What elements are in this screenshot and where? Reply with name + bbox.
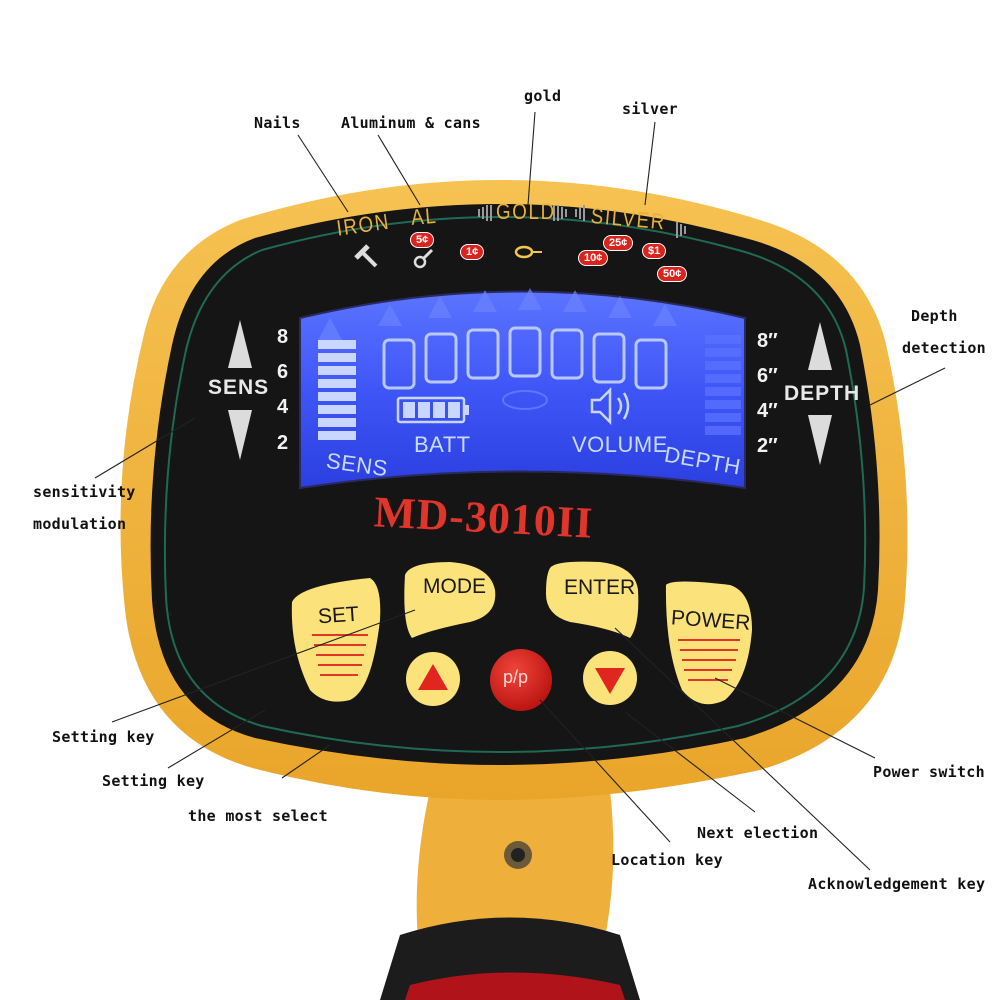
sens-scale-8: 8 bbox=[277, 326, 289, 348]
depth-up-arrow bbox=[808, 322, 832, 370]
coin-5c-badge: 5¢ bbox=[410, 232, 435, 248]
callout-setting-key-mode: Setting key bbox=[52, 728, 155, 746]
set-button-stripes bbox=[312, 634, 368, 676]
callout-sensitivity-line2: modulation bbox=[33, 515, 127, 533]
sens-scale-4: 4 bbox=[277, 396, 289, 418]
lcd-ghost-eye-icon bbox=[502, 390, 548, 410]
callout-depth-line1: Depth bbox=[911, 307, 958, 325]
coin-1c-badge: 1¢ bbox=[460, 244, 485, 260]
sens-scale-6: 6 bbox=[277, 361, 289, 383]
pp-button[interactable] bbox=[490, 649, 552, 711]
coin-10c-badge: 10¢ bbox=[578, 250, 609, 266]
depth-scale-8: 8″ bbox=[757, 330, 778, 352]
gold-indicator-bars bbox=[478, 205, 567, 221]
ring-icon bbox=[514, 245, 542, 259]
callout-aluminum: Aluminum & cans bbox=[341, 114, 481, 132]
power-button-stripes bbox=[678, 639, 740, 681]
lcd-batt-label: BATT bbox=[414, 432, 471, 457]
mode-button-label: MODE bbox=[423, 575, 486, 598]
up-button[interactable] bbox=[406, 652, 460, 706]
silver-indicator-bars bbox=[575, 205, 686, 238]
depth-scale-6: 6″ bbox=[757, 365, 778, 387]
key-icon bbox=[413, 248, 434, 269]
callout-nails: Nails bbox=[254, 114, 301, 132]
sens-label: SENS bbox=[208, 376, 270, 399]
enter-button-label: ENTER bbox=[564, 576, 636, 599]
coin-1-dollar-badge: $1 bbox=[642, 243, 667, 259]
battery-icon bbox=[396, 396, 469, 424]
callout-location-key: Location key bbox=[611, 851, 723, 869]
callout-most-select: the most select bbox=[188, 807, 328, 825]
sens-up-arrow bbox=[228, 320, 252, 368]
coin-50c-badge: 50¢ bbox=[657, 266, 688, 282]
lcd-depth-bars bbox=[705, 335, 741, 435]
mode-button[interactable] bbox=[404, 562, 496, 638]
depth-down-arrow bbox=[808, 415, 832, 465]
triangle-down-icon bbox=[595, 668, 625, 694]
depth-scale-2: 2″ bbox=[757, 435, 778, 457]
handle bbox=[380, 790, 640, 1000]
scale-al: AL bbox=[410, 202, 439, 230]
down-button[interactable] bbox=[583, 651, 637, 705]
lcd-target-triangles bbox=[318, 288, 677, 340]
callout-setting-key-set: Setting key bbox=[102, 772, 205, 790]
scale-gold: GOLD bbox=[496, 199, 556, 224]
callout-sensitivity-line1: sensitivity bbox=[33, 483, 136, 501]
coin-25c-badge: 25¢ bbox=[603, 235, 634, 251]
lcd-sens-bars bbox=[318, 340, 356, 440]
depth-scale-4: 4″ bbox=[757, 400, 778, 422]
power-button[interactable] bbox=[665, 581, 752, 705]
triangle-up-icon bbox=[418, 664, 448, 690]
lcd-volume-label: VOLUME bbox=[572, 432, 668, 457]
callout-leader-lines bbox=[94, 111, 946, 871]
set-button[interactable] bbox=[291, 578, 381, 702]
nail-icon bbox=[354, 244, 378, 268]
callout-gold: gold bbox=[524, 87, 562, 105]
sens-scale-2: 2 bbox=[277, 432, 289, 454]
pp-button-label: p/p bbox=[503, 667, 529, 687]
set-button-label: SET bbox=[317, 602, 360, 629]
enter-button[interactable] bbox=[545, 561, 639, 638]
speaker-icon bbox=[590, 386, 630, 426]
callout-silver: silver bbox=[622, 100, 678, 118]
lcd-digits bbox=[382, 326, 668, 390]
sens-down-arrow bbox=[228, 410, 252, 460]
depth-label: DEPTH bbox=[784, 382, 861, 405]
callout-power-switch: Power switch bbox=[873, 763, 985, 781]
callout-acknowledgement-key: Acknowledgement key bbox=[808, 875, 986, 893]
callout-next-election: Next election bbox=[697, 824, 819, 842]
callout-depth-line2: detection bbox=[902, 339, 986, 357]
